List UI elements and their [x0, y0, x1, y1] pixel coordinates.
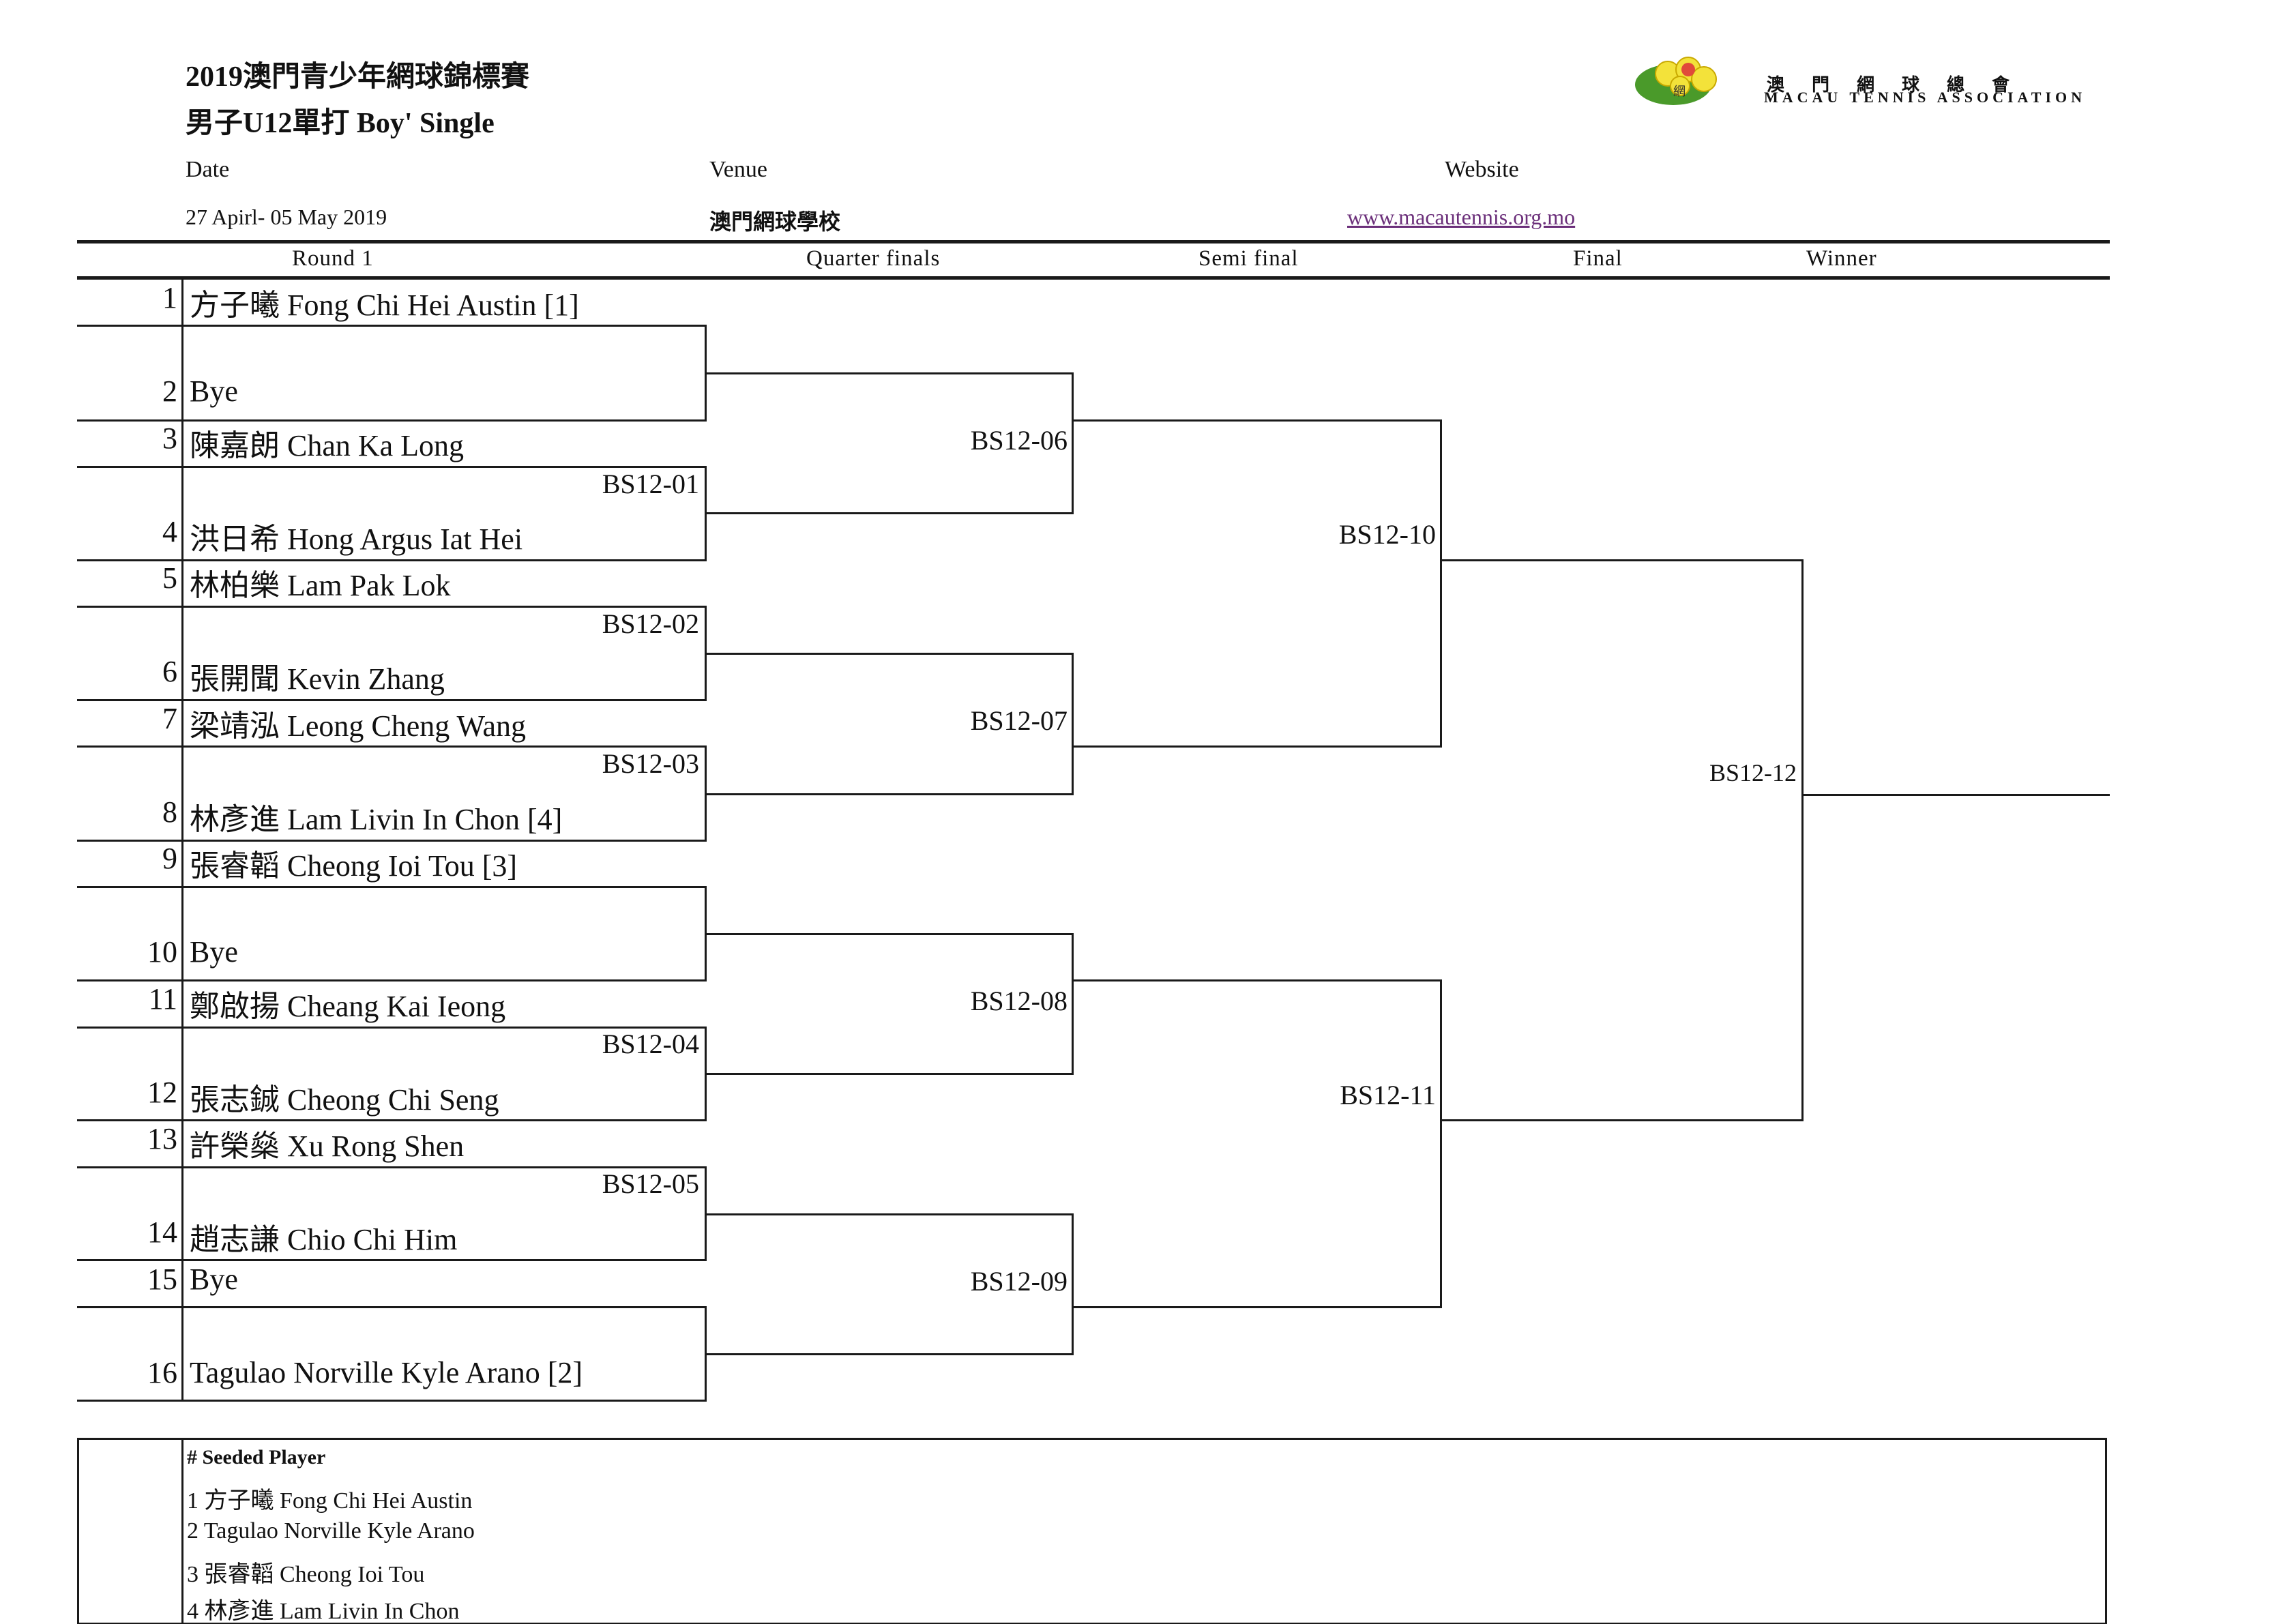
player-name: Bye	[190, 1263, 238, 1296]
event-title: 男子U12單打 Boy' Single	[186, 108, 495, 139]
seeded-players-box	[77, 1438, 2107, 1624]
match-code-qf: BS12-06	[970, 425, 1068, 456]
final-header: Final	[1573, 246, 1623, 271]
website-label: Website	[1445, 157, 1519, 182]
match-code-qf: BS12-08	[970, 986, 1068, 1016]
player-name: 梁靖泓 Leong Cheng Wang	[190, 709, 527, 743]
match-code-r1: BS12-04	[602, 1029, 699, 1059]
player-number: 15	[147, 1263, 177, 1296]
match1-top-line	[181, 325, 707, 327]
player-number: 5	[162, 561, 177, 595]
player-name: 林彥進 Lam Livin In Chon [4]	[190, 803, 563, 836]
player-name: 鄭啟揚 Cheang Kai Ieong	[190, 990, 506, 1023]
seed-entry: 3 張睿韜 Cheong Ioi Tou	[187, 1562, 425, 1587]
match-code-r1: BS12-05	[602, 1168, 699, 1199]
match-code-r1: BS12-02	[602, 608, 699, 639]
seed-entry: 4 林彥進 Lam Livin In Chon	[187, 1599, 460, 1624]
player-name: 趙志謙 Chio Chi Him	[190, 1223, 458, 1256]
player-name: Tagulao Norville Kyle Arano [2]	[190, 1356, 583, 1389]
winner-line	[1801, 794, 2110, 796]
player-number: 1	[162, 281, 177, 314]
match-code-qf: BS12-09	[970, 1266, 1068, 1297]
player-number: 2	[162, 374, 177, 408]
tennis-ball-emblem-icon: 網	[1635, 57, 1717, 105]
header-bottom-rule	[77, 276, 2110, 280]
player-number: 7	[162, 702, 177, 735]
player-number: 9	[162, 842, 177, 875]
match-code-sf: BS12-10	[1338, 519, 1436, 550]
player-number: 6	[162, 655, 177, 688]
player-name: Bye	[190, 374, 238, 408]
seeded-players-title: # Seeded Player	[187, 1446, 326, 1468]
player-number: 10	[147, 935, 177, 969]
player-name: 張志鋮 Cheong Chi Seng	[190, 1083, 499, 1117]
logo-english-name: MACAU TENNIS ASSOCIATION	[1764, 89, 2087, 106]
logo-chinese-name: 澳門網球總會	[1767, 75, 2037, 95]
association-logo: 網	[1634, 53, 1729, 110]
player-name: 許榮燊 Xu Rong Shen	[190, 1130, 465, 1163]
player-name: 洪日希 Hong Argus Iat Hei	[190, 522, 523, 556]
match-code-final: BS12-12	[1709, 759, 1797, 786]
header-top-rule	[77, 240, 2110, 243]
player-name: 方子曦 Fong Chi Hei Austin [1]	[190, 289, 579, 322]
semi-final-header: Semi final	[1198, 246, 1299, 271]
seed-entry: 1 方子曦 Fong Chi Hei Austin	[187, 1488, 473, 1514]
match-code-sf: BS12-11	[1340, 1080, 1436, 1110]
player-number: 8	[162, 795, 177, 829]
player-name: 陳嘉朗 Chan Ka Long	[190, 429, 465, 462]
quarter-finals-header: Quarter finals	[806, 246, 941, 271]
seed-entry: 2 Tagulao Norville Kyle Arano	[187, 1518, 475, 1544]
player-name: 張睿韜 Cheong Ioi Tou [3]	[190, 849, 518, 883]
svg-text:網: 網	[1673, 85, 1686, 99]
match-code-r1: BS12-01	[602, 469, 699, 499]
player-number: 3	[162, 422, 177, 455]
player-number: 14	[147, 1215, 177, 1249]
player-name: 張開聞 Kevin Zhang	[190, 662, 445, 696]
venue-label: Venue	[709, 157, 767, 182]
winner-header: Winner	[1806, 246, 1877, 271]
player-number: 13	[147, 1122, 177, 1155]
player-name: Bye	[190, 935, 238, 969]
player-number: 12	[147, 1076, 177, 1109]
player-number: 16	[147, 1356, 177, 1389]
tournament-title: 2019澳門青少年網球錦標賽	[186, 61, 530, 93]
date-value: 27 Apirl- 05 May 2019	[186, 205, 387, 229]
player-name: 林柏樂 Lam Pak Lok	[190, 569, 451, 602]
match-code-qf: BS12-07	[970, 705, 1068, 736]
round1-header: Round 1	[292, 246, 374, 271]
website-link[interactable]: www.macautennis.org.mo	[1347, 205, 1576, 229]
venue-value: 澳門網球學校	[709, 209, 841, 234]
player-number: 4	[162, 515, 177, 548]
player-number: 11	[148, 982, 177, 1016]
match-code-r1: BS12-03	[602, 748, 699, 779]
date-label: Date	[186, 157, 230, 182]
